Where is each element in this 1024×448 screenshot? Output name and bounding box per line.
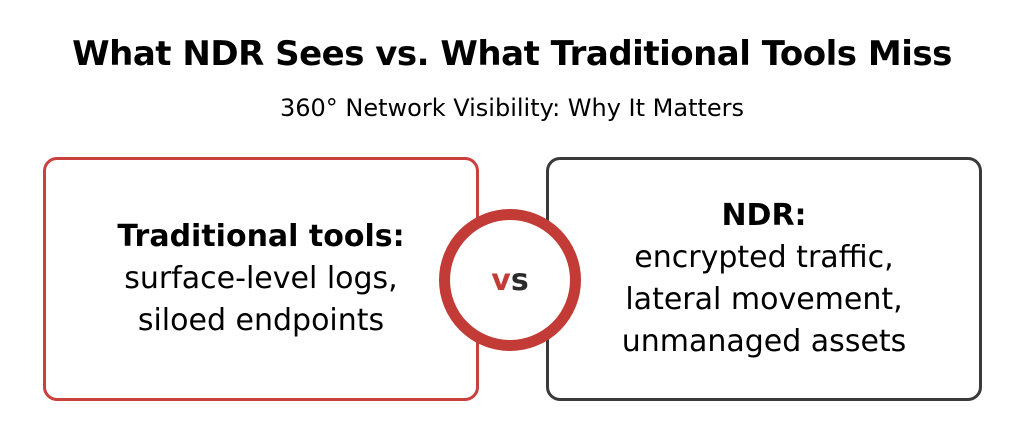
card-line: lateral movement, xyxy=(625,282,903,317)
traditional-tools-card: Traditional tools: surface-level logs, s… xyxy=(43,157,479,401)
page-title: What NDR Sees vs. What Traditional Tools… xyxy=(72,34,952,74)
card-line: siloed endpoints xyxy=(137,303,385,338)
card-line: unmanaged assets xyxy=(621,324,907,359)
card-heading: Traditional tools: xyxy=(117,219,405,254)
card-line: encrypted traffic, xyxy=(634,240,894,275)
card-line: surface-level logs, xyxy=(124,261,398,296)
page-subtitle: 360° Network Visibility: Why It Matters xyxy=(279,94,745,122)
vs-letter-s: s xyxy=(510,262,529,298)
ndr-card: NDR: encrypted traffic, lateral movement… xyxy=(546,157,982,401)
vs-letter-v: v xyxy=(491,262,511,298)
card-heading: NDR: xyxy=(721,198,807,233)
